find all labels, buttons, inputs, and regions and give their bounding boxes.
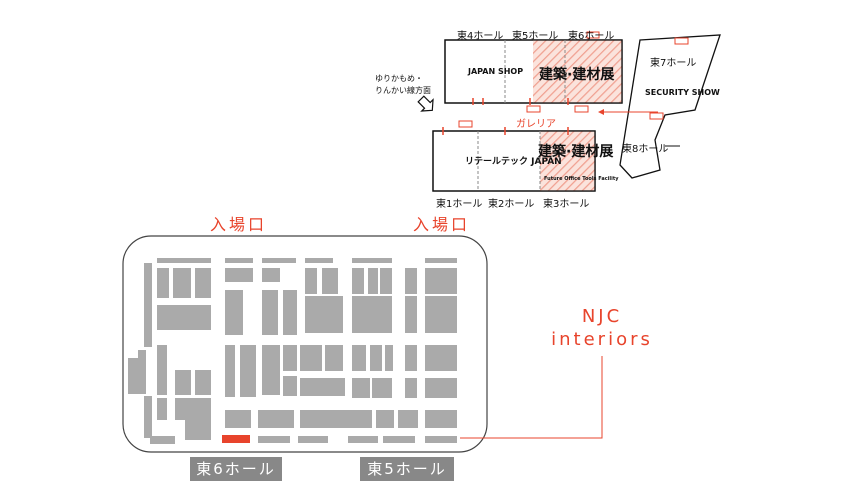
exhibit-japan-shop: JAPAN SHOP	[468, 67, 524, 76]
direction-arrow-icon	[417, 95, 434, 112]
hall-label-east5: 東5ホール	[512, 31, 559, 42]
booth-callout-line2: interiors	[551, 329, 653, 350]
hall-label-east2: 東2ホール	[488, 199, 535, 210]
hall-badge-east6: 東6ホール	[190, 457, 282, 481]
booth-grid	[128, 258, 457, 444]
highlighted-booth-njc	[222, 435, 250, 443]
direction-note-line1: ゆりかもめ・	[375, 74, 423, 83]
hall-label-east3: 東3ホール	[543, 199, 590, 210]
exhibit-retail-tech: リテールテック JAPAN	[465, 157, 562, 167]
entrance-label-right: 入場口	[413, 215, 471, 234]
exhibit-kenchiku-north: 建築·建材展	[539, 67, 615, 83]
hall-label-east6: 東6ホール	[568, 31, 615, 42]
entrance-markers	[442, 98, 569, 135]
booth-callout-line1: NJC	[581, 306, 623, 327]
registration-desk-markers	[458, 31, 689, 128]
east7-east8-building	[619, 34, 721, 179]
kenchiku-north-area	[533, 40, 622, 103]
entrance-label-left: 入場口	[210, 215, 268, 234]
hall-label-east7: 東7ホール	[650, 58, 697, 69]
hall-label-east4: 東4ホール	[457, 31, 504, 42]
exhibit-security-show: SECURITY SHOW	[645, 88, 720, 97]
callout-leader-line	[460, 356, 603, 439]
hall-label-east8: 東8ホール	[622, 144, 669, 155]
exhibit-future-office: Future Office Tools Facility	[544, 176, 619, 182]
exhibit-kenchiku-south: 建築·建材展	[538, 144, 614, 160]
direction-note-line2: りんかい線方面	[375, 86, 431, 95]
hall-outline	[122, 235, 488, 453]
hall-badge-east5: 東5ホール	[360, 457, 454, 481]
kenchiku-south-area	[540, 131, 595, 191]
hall-label-east1: 東1ホール	[436, 199, 483, 210]
galleria-label: ガレリア	[516, 119, 556, 130]
